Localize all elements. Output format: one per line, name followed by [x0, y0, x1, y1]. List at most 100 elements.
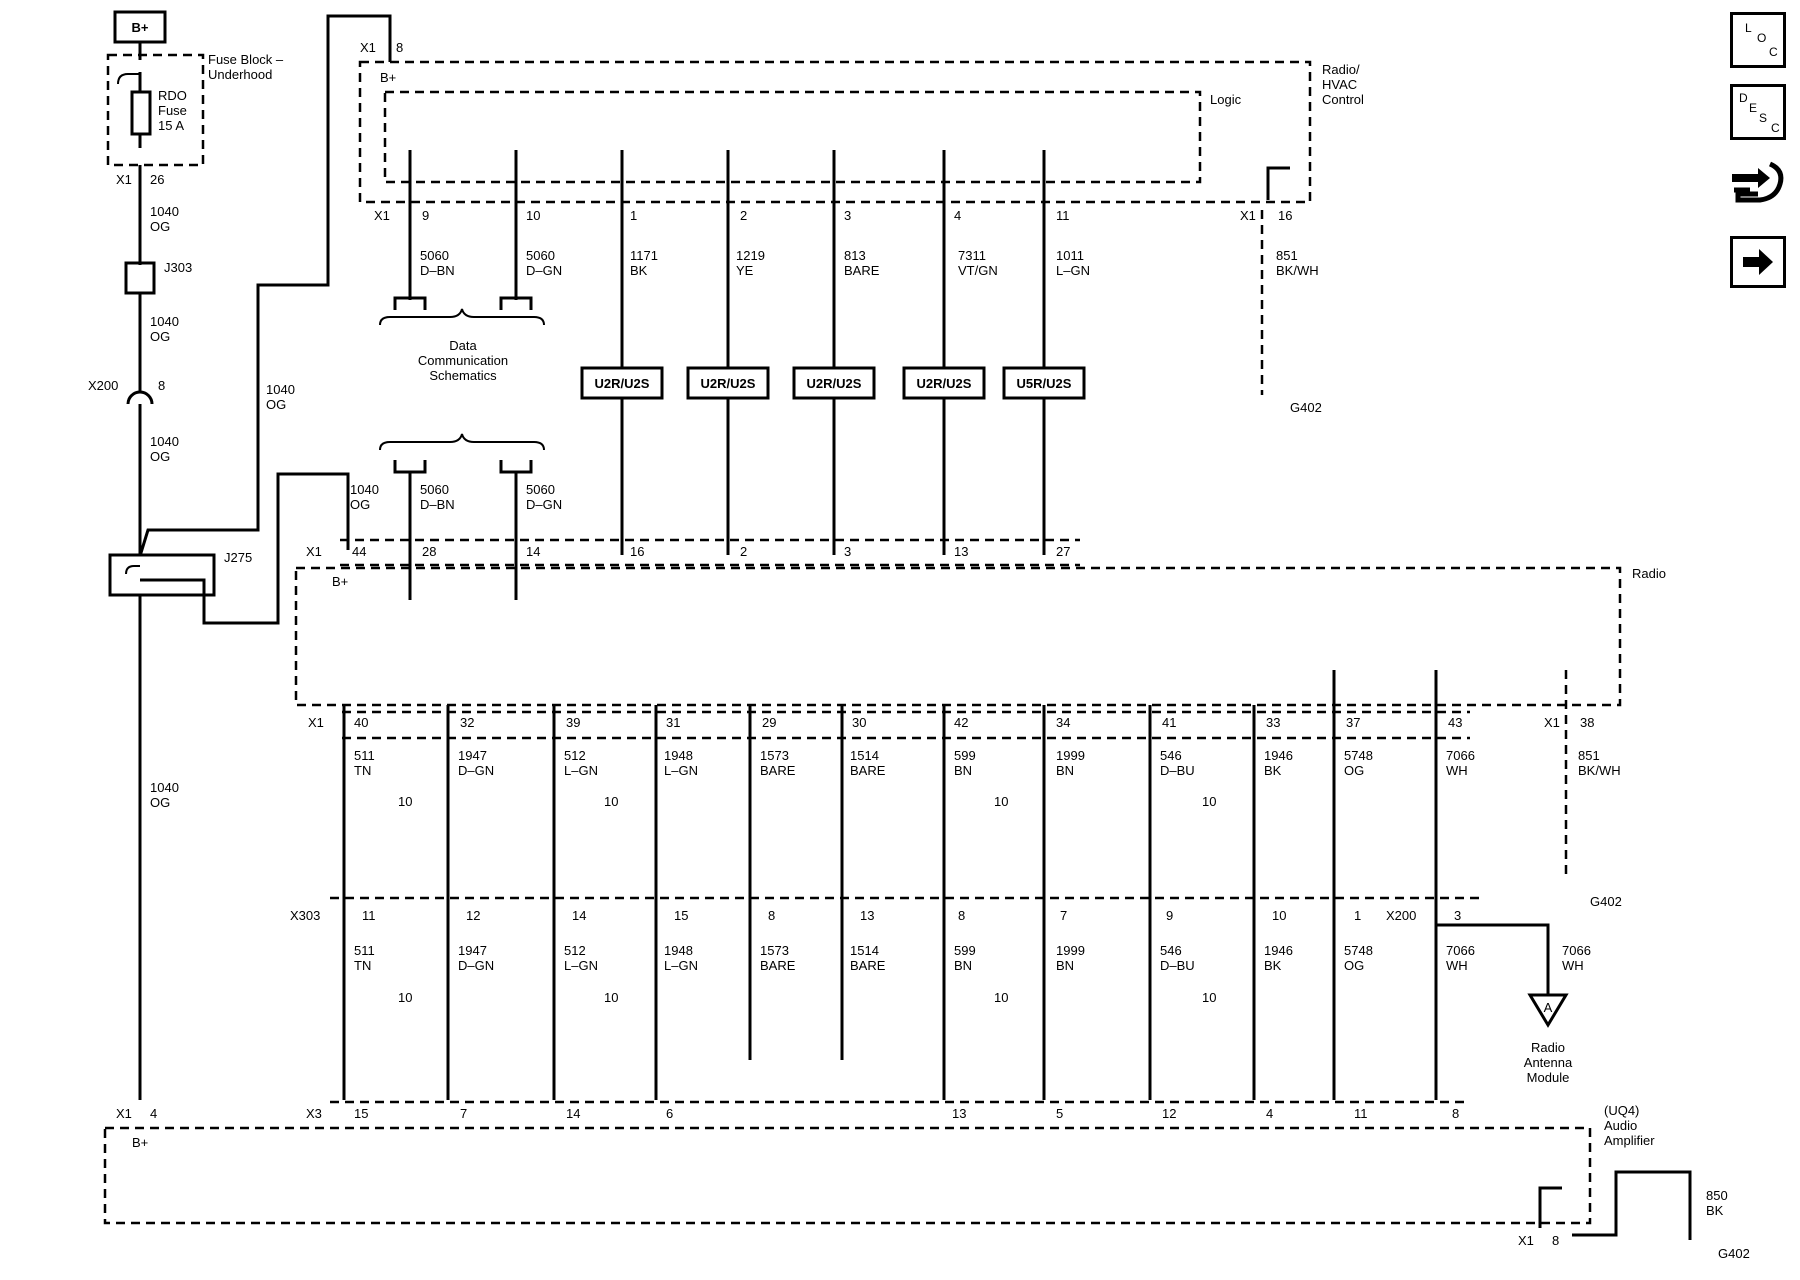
x303-speaker-wire-11-number: 5748 — [1344, 943, 1373, 958]
radio-top-pin-5: 2 — [740, 544, 747, 559]
loc-letter-3: C — [1769, 45, 1778, 59]
fuse-rating: 15 A — [158, 118, 184, 133]
x200-antenna-label: X200 — [1386, 908, 1416, 923]
hvac-pin-5: 3 — [844, 208, 851, 223]
hvac-bplus-label: B+ — [380, 70, 396, 85]
amplifier-label-3: Amplifier — [1604, 1133, 1655, 1148]
twist-label-bottom-2: 10 — [604, 990, 618, 1005]
speaker-wire-2-number: 1947 — [458, 748, 487, 763]
radio-bottom-pin-5: 29 — [762, 715, 776, 730]
twist-label-top-2: 10 — [604, 794, 618, 809]
hvac-pin-6: 4 — [954, 208, 961, 223]
speaker-wire-8-number: 1999 — [1056, 748, 1085, 763]
data-comm-label-2: Communication — [418, 353, 508, 368]
hvac-wire-1-color: D–BN — [420, 263, 455, 278]
radio-top-pin-8: 27 — [1056, 544, 1070, 559]
module-box-1 — [580, 366, 664, 400]
amp-x3-label: X3 — [306, 1106, 322, 1121]
radio-bottom-pin-7: 42 — [954, 715, 968, 730]
radio-top-pin-1: 44 — [352, 544, 366, 559]
hvac-wire-3-number: 1171 — [630, 248, 658, 263]
j275-splice — [108, 553, 216, 597]
wire-1040-d-number: 1040 — [266, 382, 295, 397]
radio-data-wire-1-color: D–BN — [420, 497, 455, 512]
hvac-pin-1: 9 — [422, 208, 429, 223]
x303-speaker-wire-10-color: BK — [1264, 958, 1282, 973]
radio-top-pin-7: 13 — [954, 544, 968, 559]
hvac-ground-wire-number: 851 — [1276, 248, 1298, 263]
x303-speaker-wire-4-number: 1948 — [664, 943, 693, 958]
amp-ground-wire-color: BK — [1706, 1203, 1724, 1218]
g402-radio-label: G402 — [1590, 894, 1622, 909]
loc-letter-2: O — [1757, 31, 1767, 45]
x303-speaker-wire-8-color: BN — [1056, 958, 1074, 973]
fuse-x1-label: X1 — [116, 172, 132, 187]
module-label-4: U2R/U2S — [917, 376, 972, 391]
speaker-wire-6-number: 1514 — [850, 748, 879, 763]
next-page-icon[interactable] — [1730, 236, 1786, 288]
x303-speaker-wire-6-number: 1514 — [850, 943, 879, 958]
radio-bottom-pin-4: 31 — [666, 715, 680, 730]
x303-pin-10: 10 — [1272, 908, 1286, 923]
x303-speaker-wire-1-number: 511 — [354, 943, 375, 958]
wire-1040-a-color: OG — [150, 219, 170, 234]
x303-speaker-wire-5-color: BARE — [760, 958, 796, 973]
x303-speaker-wire-3-number: 512 — [564, 943, 586, 958]
hvac-pin-2: 10 — [526, 208, 540, 223]
x303-speaker-wire-4-color: L–GN — [664, 958, 698, 973]
data-comm-label-3: Schematics — [429, 368, 497, 383]
speaker-wire-11-color: OG — [1344, 763, 1364, 778]
amp-pin-7: 12 — [1162, 1106, 1176, 1121]
x200-main-label: X200 — [88, 378, 118, 393]
antenna-label-2: Antenna — [1524, 1055, 1573, 1070]
radio-top-pin-6: 3 — [844, 544, 851, 559]
speaker-wire-7-color: BN — [954, 763, 972, 778]
hvac-ground-pin: 16 — [1278, 208, 1292, 223]
amplifier-label-1: (UQ4) — [1604, 1103, 1639, 1118]
hvac-wire-4-number: 1219 — [736, 248, 765, 263]
hvac-x1-label: X1 — [374, 208, 390, 223]
hvac-wire-3-color: BK — [630, 263, 648, 278]
speaker-wire-2-color: D–GN — [458, 763, 494, 778]
radio-bottom-pin-10: 33 — [1266, 715, 1280, 730]
hvac-pin-4: 2 — [740, 208, 747, 223]
fuse-block-label-2: Underhood — [208, 67, 272, 82]
speaker-wire-10-number: 1946 — [1264, 748, 1293, 763]
hvac-wire-6-color: VT/GN — [958, 263, 998, 278]
antenna-label-3: Module — [1527, 1070, 1570, 1085]
radio-bottom-pin-9: 41 — [1162, 715, 1176, 730]
fuse-block-label: Fuse Block – — [208, 52, 284, 67]
twist-label-bottom-4: 10 — [1202, 990, 1216, 1005]
x303-pin-5: 8 — [768, 908, 775, 923]
desc-letter-4: C — [1771, 121, 1780, 135]
twist-label-top-4: 10 — [1202, 794, 1216, 809]
speaker-wire-8-color: BN — [1056, 763, 1074, 778]
speaker-wire-10-color: BK — [1264, 763, 1282, 778]
x303-speaker-wire-6-color: BARE — [850, 958, 886, 973]
amp-pin-1: 15 — [354, 1106, 368, 1121]
x303-speaker-wire-12-color: WH — [1446, 958, 1468, 973]
module-label-3: U2R/U2S — [807, 376, 862, 391]
radio-data-wire-2-color: D–GN — [526, 497, 562, 512]
radio-x1-bottom-label: X1 — [308, 715, 324, 730]
amp-pin-2: 7 — [460, 1106, 467, 1121]
x303-pin-3: 14 — [572, 908, 586, 923]
hvac-x1-top-label: X1 — [360, 40, 376, 55]
radio-box — [294, 566, 1622, 707]
fuse-out-pin: 26 — [150, 172, 164, 187]
x303-speaker-wire-5-number: 1573 — [760, 943, 789, 958]
wire-1040-b-number: 1040 — [150, 314, 179, 329]
speaker-wire-7-number: 599 — [954, 748, 976, 763]
radio-top-pin-3: 14 — [526, 544, 540, 559]
radio-data-wire-2-number: 5060 — [526, 482, 555, 497]
x303-speaker-wire-12-number: 7066 — [1446, 943, 1475, 958]
hvac-wire-2-color: D–GN — [526, 263, 562, 278]
desc-icon[interactable]: D E S C — [1730, 84, 1786, 140]
x303-pin-8: 7 — [1060, 908, 1067, 923]
x303-pin-11: 1 — [1354, 908, 1361, 923]
connector-repair-icon[interactable] — [1730, 160, 1786, 210]
loc-icon[interactable]: L O C — [1730, 12, 1786, 68]
speaker-wire-12-number: 7066 — [1446, 748, 1475, 763]
